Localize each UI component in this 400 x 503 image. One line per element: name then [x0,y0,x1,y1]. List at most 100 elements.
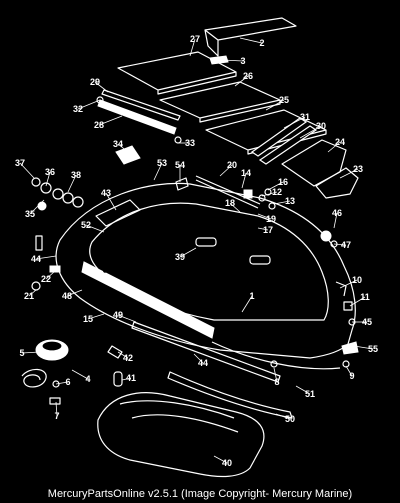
part-fitting-8 [270,360,278,368]
callout-32: 32 [73,99,101,114]
callout-leader-43 [105,192,117,211]
callout-37: 37 [15,158,35,179]
callout-3: 3 [221,56,246,66]
part-fitting-11 [343,301,353,311]
callout-leader-28 [98,115,123,126]
callout-number-14: 14 [241,168,251,178]
callout-13: 13 [273,196,295,206]
part-valve-ring-b [62,192,74,204]
callout-leader-55 [353,345,374,350]
callout-leader-39 [179,247,197,258]
part-carry-bag-40 [97,392,265,478]
callout-number-39: 39 [175,252,185,262]
callout-leader-8 [273,367,278,383]
callout-44a: 44 [31,254,57,264]
callout-8: 8 [273,367,280,387]
part-oar-shaft [195,175,261,209]
callout-30: 30 [299,121,326,139]
diagram-parts [21,17,359,478]
callout-leader-10 [339,279,358,289]
callout-number-43: 43 [101,188,111,198]
callout-number-47: 47 [341,240,351,250]
callout-4: 4 [71,369,91,384]
callout-15: 15 [83,313,105,324]
callout-number-53: 53 [157,158,167,168]
callout-46: 46 [332,208,342,229]
callout-number-19: 19 [266,214,276,224]
callout-14: 14 [241,168,251,189]
callout-leader-21 [28,289,37,297]
callout-leader-50 [275,413,291,420]
callout-20: 20 [219,160,237,177]
part-keel-strip-30 [258,125,318,165]
callout-44b: 44 [193,353,208,368]
callout-number-44a: 44 [31,254,41,264]
part-stringer-end-33 [174,136,182,144]
callout-34: 34 [113,139,129,153]
part-nut-13 [268,202,276,210]
callout-number-46: 46 [332,208,342,218]
callout-number-6: 6 [65,377,70,387]
callout-26: 26 [234,71,253,87]
callout-leader-35 [29,199,45,215]
callout-number-37: 37 [15,158,25,168]
part-valve-35 [37,201,47,211]
callout-number-50: 50 [285,414,295,424]
part-keel-strip-31 [250,117,308,157]
callout-39: 39 [175,247,197,262]
part-stringer-end-32 [96,96,104,104]
callout-number-45: 45 [362,317,372,327]
callout-23: 23 [339,164,363,179]
part-adapter-7 [49,397,61,405]
callout-17: 17 [257,225,273,235]
callout-leader-7 [55,401,58,417]
part-handle-39 [195,237,217,247]
part-hull-outer [55,182,356,359]
part-stringer-29 [101,89,181,121]
callout-leader-49 [117,314,137,323]
callout-51: 51 [295,385,315,399]
callout-36: 36 [45,167,55,187]
callout-54: 54 [175,160,185,182]
callout-leader-6 [55,381,69,385]
callout-number-52: 52 [81,220,91,230]
callout-number-33: 33 [185,138,195,148]
callout-leader-44a [35,255,57,260]
part-side-tube-band [81,261,215,339]
callout-41: 41 [121,373,136,383]
callout-leader-14 [241,172,247,189]
callout-leader-23 [339,168,359,179]
callout-leader-16 [267,181,284,191]
copyright-caption: MercuryPartsOnline v2.5.1 (Image Copyrig… [47,488,353,500]
callout-number-55: 55 [368,344,378,354]
callout-number-10: 10 [352,275,362,285]
callout-leader-9 [345,365,353,377]
callout-number-5: 5 [19,348,24,358]
callout-leader-53 [153,162,163,181]
callout-number-29: 29 [90,77,100,87]
callout-43: 43 [101,188,117,211]
callout-18: 18 [225,198,241,213]
callout-48: 48 [62,289,83,301]
callout-number-51: 51 [305,389,315,399]
callout-38: 38 [67,170,81,193]
part-rub-strake-51 [211,341,341,370]
callout-number-8: 8 [274,377,279,387]
callout-number-32: 32 [73,104,83,114]
callout-leader-22 [45,271,55,280]
callout-leader-29 [94,81,109,93]
part-bracket-54 [175,177,189,191]
callout-leader-30 [299,125,322,139]
callout-12: 12 [261,187,282,197]
callout-leader-3 [221,59,244,62]
callout-number-48: 48 [62,291,72,301]
part-fitting-55 [341,341,359,355]
part-oarlock-plate [115,145,141,165]
callout-number-12: 12 [272,187,282,197]
callout-number-3: 3 [240,56,245,66]
callout-27: 27 [189,34,200,57]
callout-number-7: 7 [54,411,59,421]
callout-leader-19 [257,213,272,220]
